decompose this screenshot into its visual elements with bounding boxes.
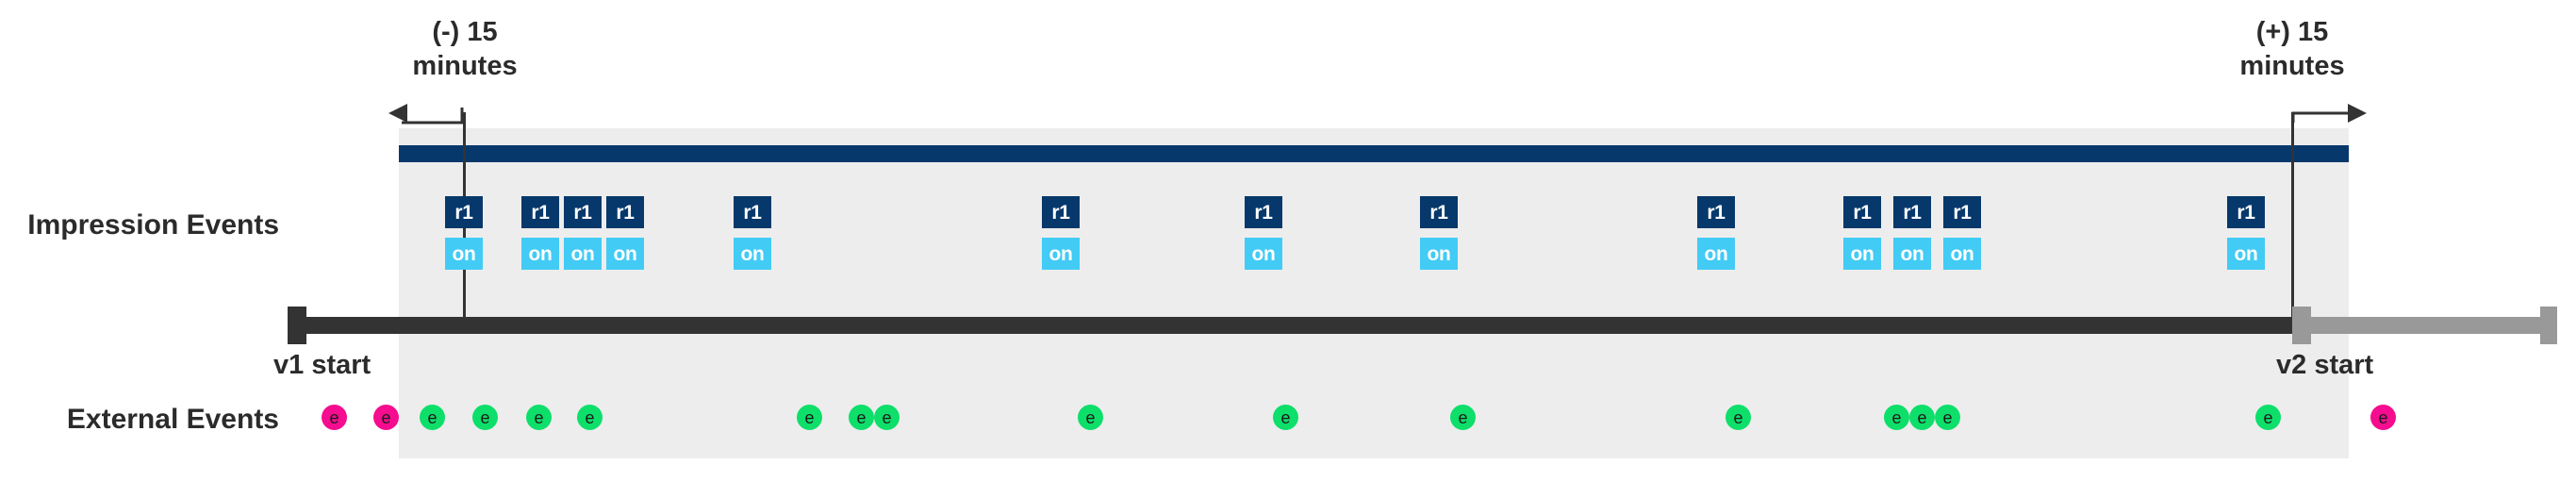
impression-request-badge: r1 xyxy=(606,196,644,228)
impression-badge-group[interactable]: r1 on xyxy=(1245,196,1282,270)
impression-badge-group[interactable]: r1 on xyxy=(1943,196,1981,270)
impression-badge-group[interactable]: r1 on xyxy=(734,196,771,270)
impression-event-badge: on xyxy=(1420,238,1458,270)
impression-request-badge: r1 xyxy=(1042,196,1080,228)
impression-request-badge: r1 xyxy=(1943,196,1981,228)
impression-request-badge: r1 xyxy=(564,196,602,228)
row-label-external-events: External Events xyxy=(66,404,279,435)
impression-request-badge: r1 xyxy=(2227,196,2265,228)
external-event-dot[interactable]: e xyxy=(2255,405,2281,430)
annotation-plus-line2: minutes xyxy=(2239,51,2345,81)
impression-badge-group[interactable]: r1 on xyxy=(1697,196,1735,270)
impression-request-badge: r1 xyxy=(1893,196,1931,228)
impression-request-badge: r1 xyxy=(1420,196,1458,228)
impression-request-badge: r1 xyxy=(1697,196,1735,228)
arrow-right-icon xyxy=(2291,104,2367,123)
impression-badge-group[interactable]: r1 on xyxy=(521,196,559,270)
external-event-dot[interactable]: e xyxy=(577,405,603,430)
impression-event-badge: on xyxy=(1843,238,1881,270)
annotation-minus-line2: minutes xyxy=(412,51,518,81)
impression-event-badge: on xyxy=(606,238,644,270)
impression-request-badge: r1 xyxy=(521,196,559,228)
window-end-drop-line xyxy=(2291,112,2294,322)
impression-request-badge: r1 xyxy=(445,196,483,228)
impression-bar xyxy=(399,145,2349,162)
external-event-dot[interactable]: e xyxy=(420,405,445,430)
impression-request-badge: r1 xyxy=(1843,196,1881,228)
impression-badge-group[interactable]: r1 on xyxy=(2227,196,2265,270)
impression-badge-group[interactable]: r1 on xyxy=(1843,196,1881,270)
impression-request-badge: r1 xyxy=(734,196,771,228)
window-band xyxy=(399,128,2349,458)
external-event-dot[interactable]: e xyxy=(1078,405,1103,430)
impression-event-badge: on xyxy=(1943,238,1981,270)
external-event-dot[interactable]: e xyxy=(874,405,900,430)
impression-badge-group[interactable]: r1 on xyxy=(1893,196,1931,270)
annotation-plus-15-minutes: (+) 15 minutes xyxy=(2179,15,2405,83)
impression-event-badge: on xyxy=(521,238,559,270)
external-event-dot[interactable]: e xyxy=(849,405,874,430)
external-event-dot[interactable]: e xyxy=(1273,405,1298,430)
external-event-dot[interactable]: e xyxy=(472,405,498,430)
external-event-dot[interactable]: e xyxy=(526,405,552,430)
external-event-dot[interactable]: e xyxy=(322,405,347,430)
v2-end-cap xyxy=(2540,307,2557,344)
external-event-dot[interactable]: e xyxy=(1450,405,1476,430)
external-event-dot[interactable]: e xyxy=(2370,405,2396,430)
external-event-dot[interactable]: e xyxy=(373,405,399,430)
row-label-impression-events: Impression Events xyxy=(27,209,279,240)
v2-timeline-bar xyxy=(2292,317,2557,334)
annotation-minus-15-minutes: (-) 15 minutes xyxy=(352,15,578,83)
external-event-dot[interactable]: e xyxy=(1909,405,1935,430)
external-event-dot[interactable]: e xyxy=(1935,405,1960,430)
impression-event-badge: on xyxy=(1042,238,1080,270)
impression-event-badge: on xyxy=(445,238,483,270)
external-event-dot[interactable]: e xyxy=(1884,405,1909,430)
impression-badge-group[interactable]: r1 on xyxy=(1420,196,1458,270)
impression-badge-group[interactable]: r1 on xyxy=(1042,196,1080,270)
impression-event-badge: on xyxy=(1893,238,1931,270)
impression-badge-group[interactable]: r1 on xyxy=(606,196,644,270)
v1-timeline-bar xyxy=(288,317,2294,334)
external-event-dot[interactable]: e xyxy=(797,405,822,430)
arrow-left-icon xyxy=(388,104,464,124)
external-event-dot[interactable]: e xyxy=(1726,405,1751,430)
impression-event-badge: on xyxy=(1697,238,1735,270)
annotation-minus-line1: (-) 15 xyxy=(432,17,498,47)
impression-event-badge: on xyxy=(734,238,771,270)
impression-badge-group[interactable]: r1 on xyxy=(564,196,602,270)
impression-request-badge: r1 xyxy=(1245,196,1282,228)
v2-start-label: v2 start xyxy=(2276,350,2374,380)
impression-event-badge: on xyxy=(1245,238,1282,270)
v1-start-label: v1 start xyxy=(273,350,372,380)
impression-event-badge: on xyxy=(2227,238,2265,270)
impression-badge-group[interactable]: r1 on xyxy=(445,196,483,270)
impression-event-badge: on xyxy=(564,238,602,270)
annotation-plus-line1: (+) 15 xyxy=(2255,17,2329,47)
